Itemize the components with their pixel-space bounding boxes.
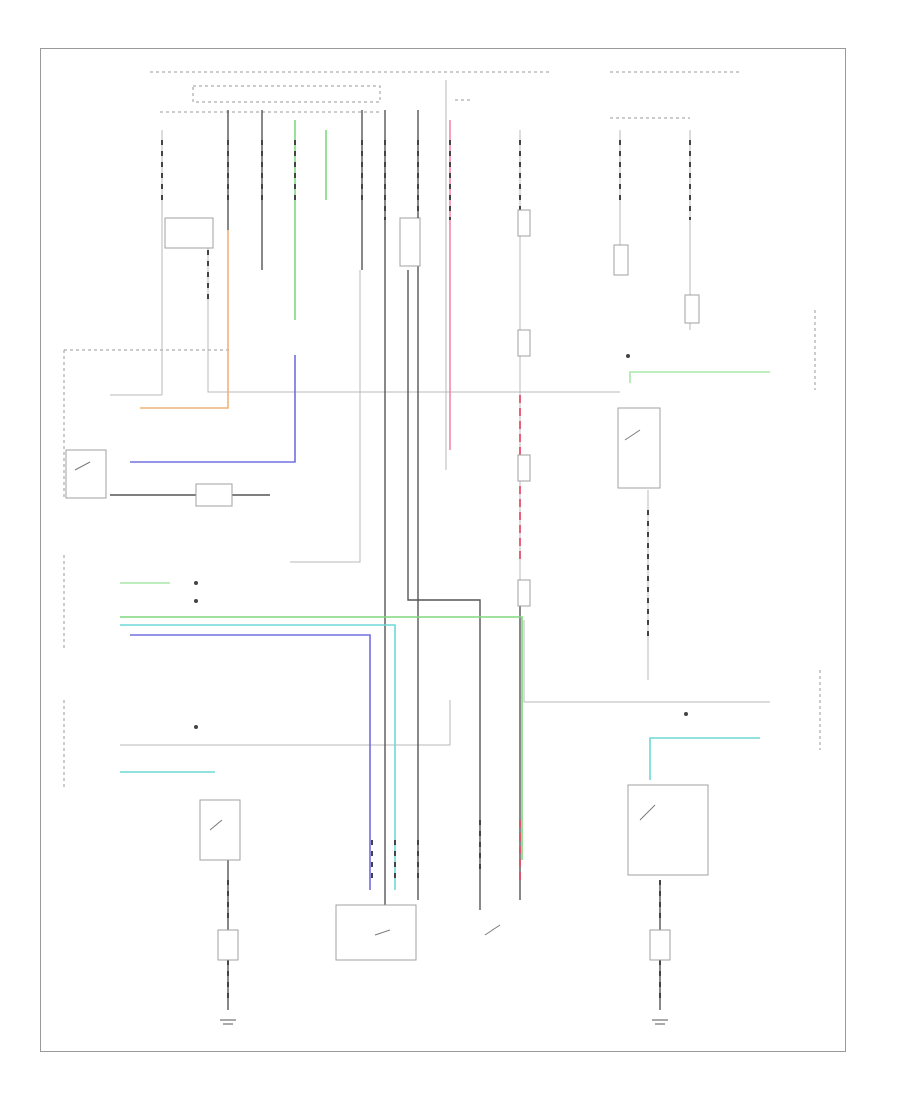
blue-wire [130,355,371,890]
connector-top-mid [517,209,531,237]
door-lock-switch [65,449,107,499]
ground-connector-right [649,929,671,961]
switch-contacts [74,429,656,936]
splice-dot [684,712,688,716]
connector-right-top [613,244,629,276]
components [65,209,709,961]
diagram-frame [40,48,846,1052]
ground-connector-left [217,929,239,961]
splice-dots [194,354,688,729]
lightgreen-wire [120,371,770,584]
connector-box [195,483,233,507]
fuse-box-outlines [63,71,821,790]
splice-dot [194,599,198,603]
splice-dot [194,581,198,585]
orange-wire [140,230,229,409]
splice-dot [626,354,630,358]
right-door-switch [617,407,661,489]
cyan-wire [120,624,760,890]
splice-dot [194,725,198,729]
actuator-assembly [335,904,417,961]
connector-block-left [164,217,214,249]
connector-mid-1 [517,329,531,357]
ground-symbols [220,1019,668,1025]
right-rear-switch [627,784,709,876]
connector-mid-2 [517,454,531,482]
connector-right-mid [684,294,700,324]
relay-block [399,217,421,267]
left-rear-switch [199,799,241,861]
connector-marks [161,140,691,1000]
gray-wires [110,80,770,746]
connector-mid-3 [517,579,531,607]
